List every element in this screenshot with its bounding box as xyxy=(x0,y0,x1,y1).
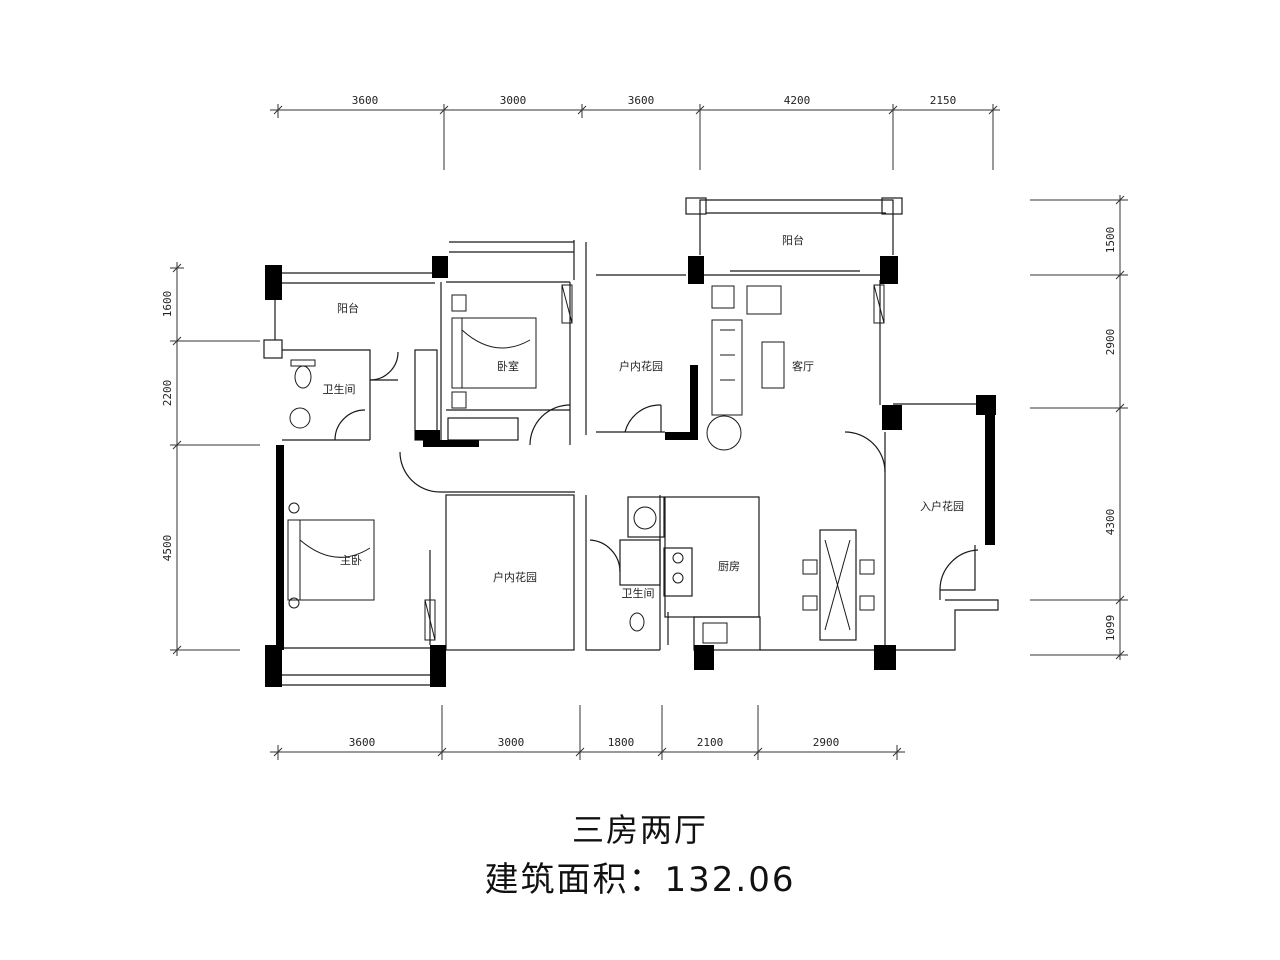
label-balcony-top: 阳台 xyxy=(782,233,804,247)
bottom-dim-4: 2100 xyxy=(697,736,724,749)
right-dim-4: 1099 xyxy=(1104,615,1117,642)
plan-title: 三房两厅 xyxy=(571,811,708,849)
thin-walls xyxy=(263,197,999,686)
label-living-room: 客厅 xyxy=(792,359,814,373)
right-dimension-line xyxy=(1030,195,1128,660)
label-garden-lower: 户内花园 xyxy=(493,570,537,584)
bottom-dim-5: 2900 xyxy=(813,736,840,749)
label-bedroom-upper: 卧室 xyxy=(497,359,519,373)
thick-walls xyxy=(276,365,995,650)
label-entry-garden: 入户花园 xyxy=(920,499,964,513)
top-dim-1: 3600 xyxy=(352,94,379,107)
label-balcony-left: 阳台 xyxy=(337,301,359,315)
building-area-label: 建筑面积：132.06 xyxy=(484,860,796,900)
furniture xyxy=(287,284,885,644)
top-dim-4: 4200 xyxy=(784,94,811,107)
right-dim-2: 2900 xyxy=(1104,329,1117,356)
label-garden-upper: 户内花园 xyxy=(619,359,663,373)
left-dim-3: 4500 xyxy=(161,535,174,562)
label-bathroom-upper: 卫生间 xyxy=(323,382,356,396)
bottom-dimension-line xyxy=(270,705,905,760)
right-dim-3: 4300 xyxy=(1104,509,1117,536)
right-dim-1: 1500 xyxy=(1104,227,1117,254)
label-master-bedroom: 主卧 xyxy=(340,554,362,567)
label-bathroom-lower: 卫生间 xyxy=(622,586,655,600)
left-dimension-line xyxy=(170,262,260,656)
top-dimension-line xyxy=(270,104,1000,170)
top-dim-3: 3600 xyxy=(628,94,655,107)
left-dim-2: 2200 xyxy=(161,380,174,407)
top-dim-5: 2150 xyxy=(930,94,957,107)
bottom-dim-2: 3000 xyxy=(498,736,525,749)
bottom-dim-3: 1800 xyxy=(608,736,635,749)
left-dim-1: 1600 xyxy=(161,291,174,318)
top-dim-2: 3000 xyxy=(500,94,527,107)
structural-columns xyxy=(265,256,996,687)
bottom-dim-1: 3600 xyxy=(349,736,376,749)
label-kitchen: 厨房 xyxy=(718,560,740,573)
